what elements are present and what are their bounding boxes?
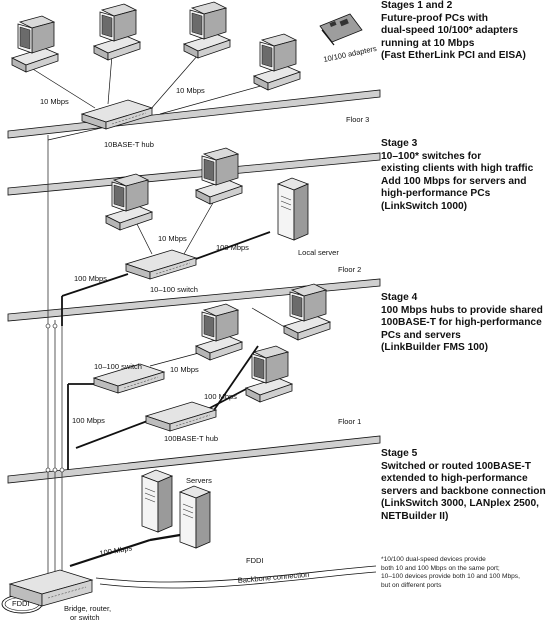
bridge-router-switch-icon (8, 569, 94, 607)
label-floor3: Floor 3 (346, 115, 369, 124)
stage-4-line: PCs and servers (381, 329, 461, 341)
label-s4-switch: 10–100 switch (94, 362, 142, 371)
stage-4-line: 100BASE-T for high-performance (381, 317, 542, 329)
pc-stage3-2 (195, 147, 243, 205)
local-server-icon (277, 177, 309, 241)
adapter-card-icon (319, 13, 363, 46)
label-s4-10mbps: 10 Mbps (170, 365, 199, 374)
label-bridge-1: Bridge, router, (64, 604, 111, 613)
pc-stage1-4 (253, 33, 301, 91)
label-s1-10mbps-left: 10 Mbps (40, 97, 69, 106)
stage-3-line: high-performance PCs (381, 188, 491, 200)
stage-5-line: NETBuilder II) (381, 510, 449, 522)
floor1-plate (7, 278, 381, 322)
label-s1-10mbps-right: 10 Mbps (176, 86, 205, 95)
footnote-line: *10/100 dual-speed devices provide (381, 556, 486, 563)
label-servers: Servers (186, 476, 212, 485)
stage-1-2-line: dual-speed 10/100* adapters (381, 25, 519, 37)
stage-4-line: (LinkBuilder FMS 100) (381, 342, 488, 354)
pc-stage3-1 (105, 173, 153, 231)
stage4-cables (67, 307, 301, 470)
stage-3-line: existing clients with high traffic (381, 163, 534, 175)
label-floor2: Floor 2 (338, 265, 361, 274)
footnote: *10/100 dual-speed devices provide both … (381, 556, 520, 590)
pc-stage1-1 (11, 15, 59, 73)
stage-5-text: Stage 5 Switched or routed 100BASE-T ext… (381, 448, 546, 524)
stage-5-line: extended to high-performance (381, 473, 528, 485)
stage-3-line: 10–100* switches for (381, 150, 482, 162)
stage-3-line: (LinkSwitch 1000) (381, 200, 468, 212)
footnote-line: 10–100 devices provide both 10 and 100 M… (381, 573, 520, 581)
label-switch-10-100: 10–100 switch (150, 285, 198, 294)
label-s4-100mbps-hub: 100 Mbps (204, 392, 237, 401)
hub-100baset (145, 401, 217, 432)
stage-1-2-line: running at 10 Mbps (381, 37, 475, 49)
floor2-plate (7, 152, 381, 196)
stage-4-line: 100 Mbps hubs to provide shared (381, 304, 543, 316)
label-fddi-right: FDDI (246, 556, 264, 565)
pc-stage4-3 (245, 345, 293, 403)
switch-10-100-stage3 (125, 249, 197, 280)
hub-10baset (81, 99, 153, 130)
label-bridge-2: or switch (70, 613, 100, 622)
label-s3-100mbps-right: 100 Mbps (216, 243, 249, 252)
stage-4-text: Stage 4 100 Mbps hubs to provide shared … (381, 292, 543, 355)
stage-5-heading: Stage 5 (381, 448, 418, 459)
label-backbone: Backbone connection (237, 570, 309, 585)
label-local-server: Local server (298, 248, 339, 257)
stage-1-2-text: Stages 1 and 2 Future-proof PCs with dua… (381, 0, 526, 63)
pc-stage4-2 (283, 283, 331, 341)
stage5-cables (47, 532, 377, 589)
label-s3-100mbps-left: 100 Mbps (74, 274, 107, 283)
label-s3-10mbps: 10 Mbps (158, 234, 187, 243)
stage-5-line: (LinkSwitch 3000, LANplex 2500, (381, 498, 539, 510)
stage-1-2-line: Future-proof PCs with (381, 12, 488, 24)
label-floor1: Floor 1 (338, 417, 361, 426)
stage-3-heading: Stage 3 (381, 138, 418, 149)
label-s5-100mbps: 100 Mbps (99, 543, 133, 558)
pc-stage1-2 (93, 3, 141, 61)
label-hub-100baset: 100BASE-T hub (164, 434, 218, 443)
stage-1-2-line: (Fast EtherLink PCI and EISA) (381, 50, 526, 62)
footnote-line: but on different ports (381, 581, 442, 589)
label-hub-10baset: 10BASE-T hub (104, 140, 154, 149)
stage-5-line: Switched or routed 100BASE-T (381, 460, 532, 472)
label-adapters: 10/100 adapters (323, 44, 378, 64)
stage-3-line: Add 100 Mbps for servers and (381, 175, 527, 187)
stage-1-2-heading: Stages 1 and 2 (381, 0, 453, 11)
stage-3-text: Stage 3 10–100* switches for existing cl… (381, 138, 533, 214)
stage1-cables (27, 54, 269, 141)
stage-5-line: servers and backbone connection (381, 485, 546, 497)
label-fddi-left: FDDI (12, 599, 30, 608)
stage-4-heading: Stage 4 (381, 292, 418, 303)
label-s4-100mbps-left: 100 Mbps (72, 416, 105, 425)
footnote-line: both 10 and 100 Mbps on the same port; (381, 564, 500, 572)
pc-stage4-1 (195, 303, 243, 361)
server-icon-1 (141, 469, 173, 533)
pc-stage1-3 (183, 1, 231, 59)
ground-plate (7, 435, 381, 484)
server-icon-2 (179, 485, 211, 549)
